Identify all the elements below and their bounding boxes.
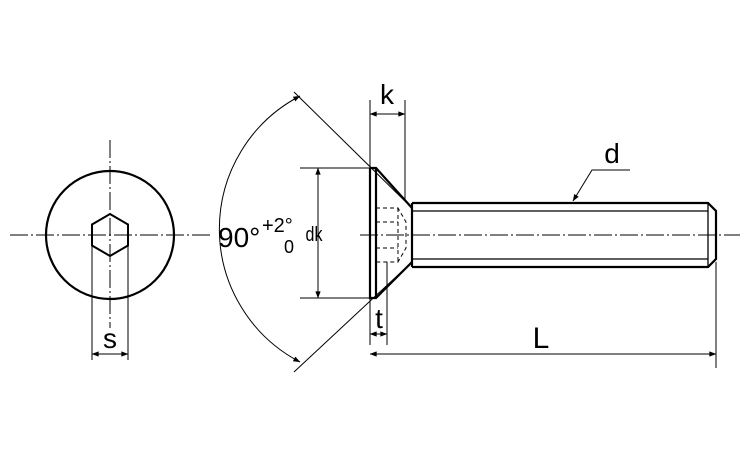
shank-outline	[412, 201, 718, 269]
angle-base-label: 90°	[218, 222, 260, 253]
L-label: L	[533, 322, 550, 355]
d-label: d	[604, 138, 620, 169]
hidden-socket	[376, 207, 407, 263]
dk-label: dk	[306, 223, 324, 245]
angle-arc	[218, 95, 301, 363]
angle-tolerance-upper: +2°	[262, 215, 293, 237]
head-circle	[44, 169, 176, 301]
s-label: s	[103, 323, 117, 354]
angle-extension-bottom	[293, 261, 413, 373]
k-label: k	[380, 79, 395, 110]
end-view	[10, 140, 210, 360]
hex-socket	[91, 212, 129, 258]
side-view	[218, 91, 740, 373]
d-leader-line	[572, 169, 630, 202]
angle-tolerance-lower: 0	[284, 237, 294, 257]
angle-extension-top	[293, 91, 413, 209]
t-label: t	[375, 303, 383, 334]
